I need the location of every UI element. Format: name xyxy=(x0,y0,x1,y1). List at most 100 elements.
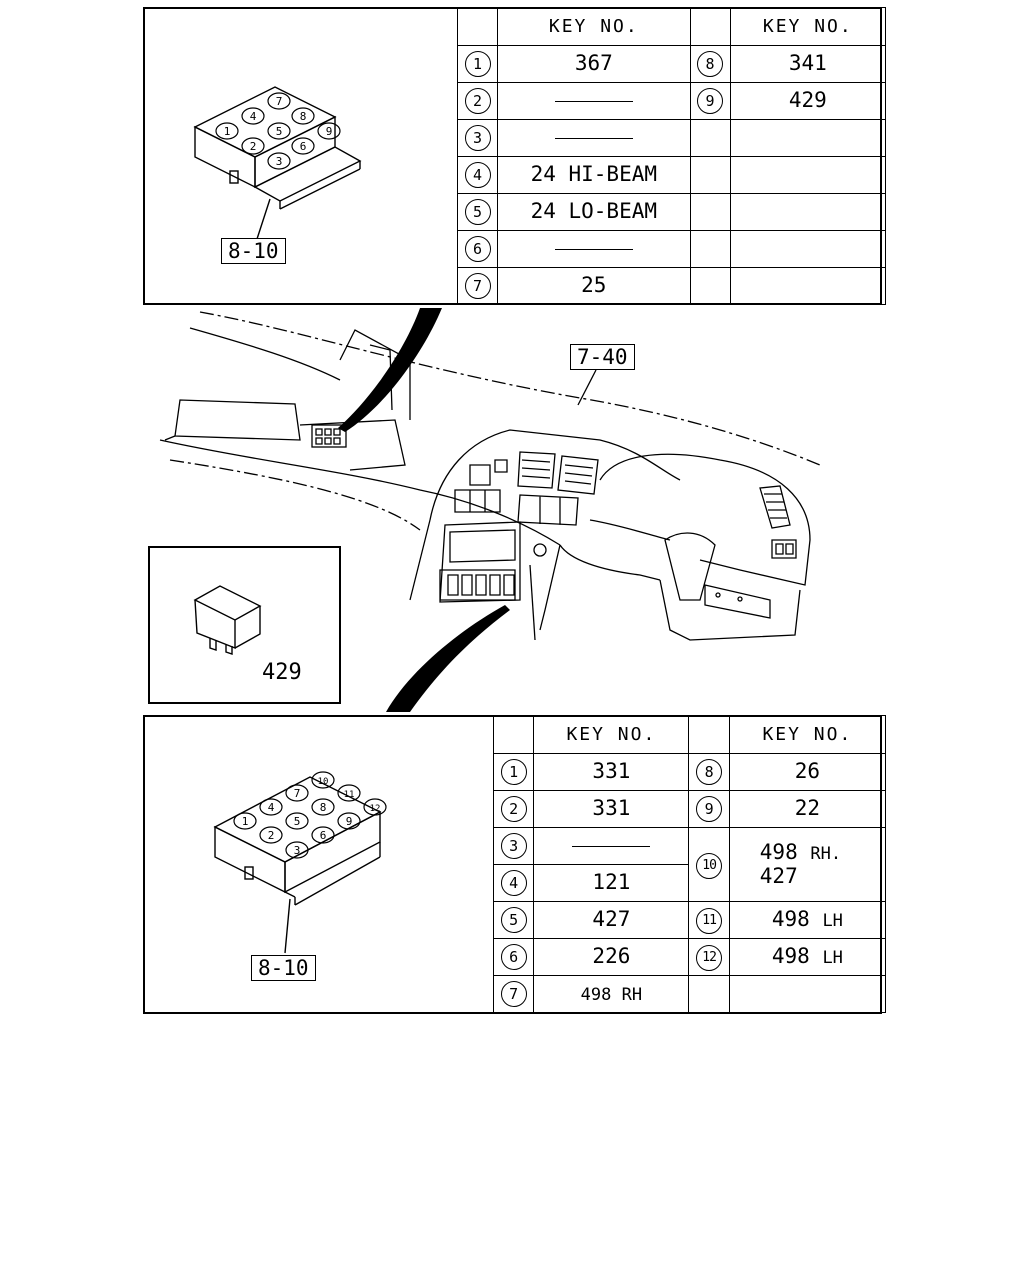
key-number-badge: 9 xyxy=(696,796,723,822)
connector-pin-label: 2 xyxy=(268,829,275,842)
bottom-left-value: 226 xyxy=(592,944,631,969)
bottom-right-value: 498 LH xyxy=(771,907,843,932)
key-number-badge: 8 xyxy=(697,51,724,77)
bottom-header-right: KEY NO. xyxy=(728,715,887,754)
bottom-left-value-blank-line xyxy=(572,845,651,847)
connector-pin-label: 11 xyxy=(344,790,355,800)
connector-pin-label: 5 xyxy=(276,125,283,138)
key-number-badge: 6 xyxy=(464,236,491,262)
table-row: 7 498 RH xyxy=(492,975,887,1013)
connector-pin-label: 3 xyxy=(294,844,301,857)
key-number-badge: 8 xyxy=(696,759,723,785)
key-number-badge: 4 xyxy=(500,870,527,896)
bottom-right-value: 26 xyxy=(794,759,821,784)
key-number-badge: 5 xyxy=(500,907,527,933)
connector-pin xyxy=(267,122,291,140)
connector-pin-label: 8 xyxy=(320,801,327,814)
key-number-badge: 6 xyxy=(500,944,527,970)
key-number-badge: 3 xyxy=(464,125,491,151)
connector-pin-label: 1 xyxy=(224,125,231,138)
table-row: 5 24 LO-BEAM xyxy=(456,193,887,231)
bottom-left-value: 121 xyxy=(592,870,631,895)
top-right-value: 341 xyxy=(788,51,827,76)
key-number-badge: 5 xyxy=(464,199,491,225)
bottom-right-value: 22 xyxy=(794,796,821,821)
bottom-left-value: 331 xyxy=(592,796,631,821)
connector-pin-label: 12 xyxy=(370,804,381,814)
top-left-value: 367 xyxy=(574,51,613,76)
top-header-left: KEY NO. xyxy=(497,7,691,46)
connector-pin xyxy=(259,826,283,844)
table-row: 6 xyxy=(456,230,887,268)
connector-pin xyxy=(311,798,335,816)
bottom-merged-value-1: 498 RH. xyxy=(759,840,842,865)
connector-pin xyxy=(337,812,361,830)
connector-pin-label: 4 xyxy=(250,110,257,123)
key-number-badge: 12 xyxy=(696,945,723,971)
table-row: 4 121 xyxy=(492,864,886,902)
table-row: 4 24 HI-BEAM xyxy=(456,156,887,194)
connector-pin xyxy=(267,152,291,170)
relay-drawing xyxy=(193,585,262,655)
bottom-left-value: 331 xyxy=(592,759,631,784)
connector-pin-label: 3 xyxy=(276,155,283,168)
connector-pin-label: 9 xyxy=(346,815,353,828)
connector-pin xyxy=(311,771,335,789)
bottom-right-value: 498 LH xyxy=(771,944,843,969)
connector-pin xyxy=(215,122,239,140)
connector-pin-label: 7 xyxy=(276,95,283,108)
connector-pin-label: 10 xyxy=(318,777,329,787)
connector-pin xyxy=(267,92,291,110)
connector-pin-label: 7 xyxy=(294,787,301,800)
connector-pin xyxy=(241,107,265,125)
connector-pin xyxy=(291,107,315,125)
connector-pin xyxy=(285,784,309,802)
table-row: 1 331 8 26 xyxy=(492,753,887,791)
top-left-value: 24 HI-BEAM xyxy=(530,162,658,187)
connector-pin xyxy=(311,826,335,844)
connector-pin xyxy=(285,841,309,859)
key-number-badge: 10 xyxy=(696,852,723,879)
connector-pin xyxy=(337,784,361,802)
connector-pin-label: 5 xyxy=(294,815,301,828)
key-number-badge: 7 xyxy=(464,273,491,299)
connector-pin xyxy=(259,798,283,816)
key-number-badge: 4 xyxy=(464,162,491,188)
table-row: 7 25 xyxy=(456,267,887,305)
connector-pin xyxy=(317,122,341,140)
key-number-badge: 7 xyxy=(500,981,527,1007)
bottom-left-value: 427 xyxy=(592,907,631,932)
connector-pin-label: 6 xyxy=(300,140,307,153)
top-left-value-blank-line xyxy=(554,248,633,250)
top-left-value: 24 LO-BEAM xyxy=(530,199,658,224)
top-right-value: 429 xyxy=(788,88,827,113)
key-number-badge: 1 xyxy=(500,759,527,785)
connector-pin xyxy=(233,812,257,830)
top-connector-ref-label: 8-10 xyxy=(221,238,286,264)
key-number-badge: 2 xyxy=(464,88,491,114)
table-row: 3 10 498 RH.427 xyxy=(492,827,887,902)
connector-pin-label: 9 xyxy=(326,125,333,138)
connector-pin-label: 1 xyxy=(242,815,249,828)
top-left-value: 25 xyxy=(581,273,607,298)
connector-pin xyxy=(363,798,387,816)
connector-pin xyxy=(241,137,265,155)
bottom-merged-value-2: 427 xyxy=(759,863,798,888)
dashboard-ref-label: 7-40 xyxy=(570,344,635,370)
bottom-left-value: 498 RH xyxy=(580,985,643,1006)
key-number-badge: 3 xyxy=(500,833,527,859)
top-left-value-blank-line xyxy=(554,100,633,102)
connector-pin xyxy=(291,137,315,155)
bottom-connector-ref-label: 8-10 xyxy=(251,955,316,981)
table-row: 3 xyxy=(456,119,887,157)
table-row: 6 226 12 498 LH xyxy=(492,938,887,976)
connector-pin-label: 2 xyxy=(250,140,257,153)
